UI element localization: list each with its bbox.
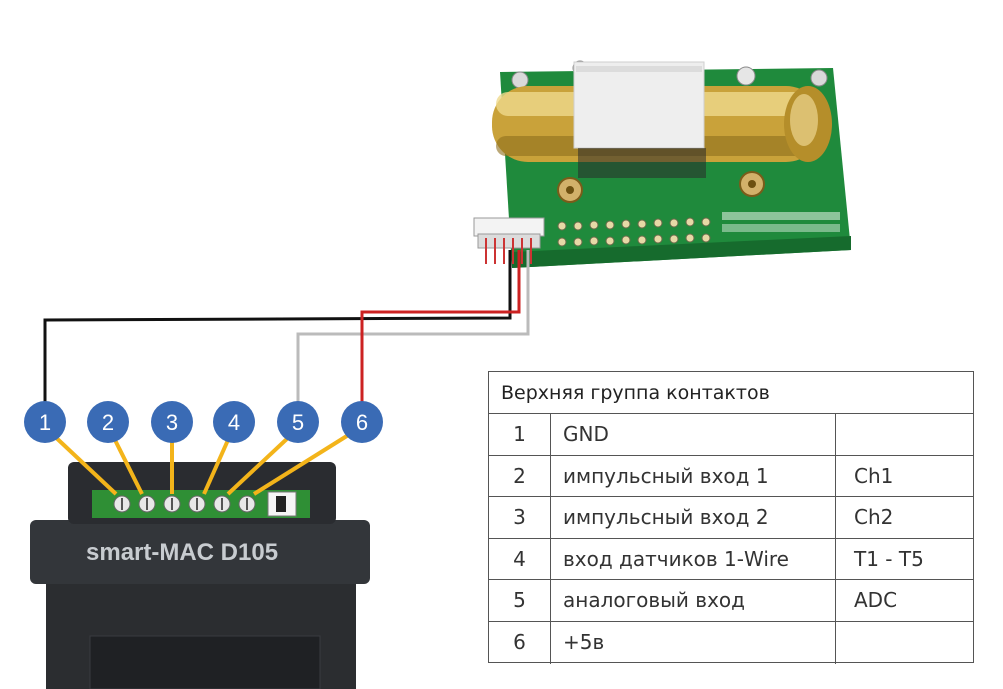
pin-badge-label: 1 [39,410,51,435]
co2-sensor-module [473,60,851,268]
pin-badge-5: 5 [277,401,319,443]
sensor-label-sticker [573,61,705,149]
device-label: smart-MAC D105 [86,539,278,566]
table-row: 3 импульсный вход 2 Ch2 [489,497,973,539]
smart-mac-device: smart-MAC D105 [30,462,370,689]
pin-code: ADC [854,588,898,613]
pin-header [557,217,711,247]
pin-description: импульсный вход 1 [551,455,836,497]
pin-number: 4 [489,538,551,580]
pin-code [836,622,973,664]
pin-description: вход датчиков 1-Wire [551,538,836,580]
pin-description: аналоговый вход [551,580,836,621]
jst-connector [473,217,545,264]
pin-description: импульсный вход 2 [551,497,836,538]
pin-table: Верхняя группа контактов 1 GND 2 импульс… [488,371,974,664]
pin-number: 5 [489,580,551,621]
pin-badge-3: 3 [151,401,193,443]
pin-number: 6 [489,622,551,664]
pin-code: T1 - T5 [854,546,924,571]
pin-code: Ch1 [854,463,894,488]
table-row: 2 импульсный вход 1 Ch1 [489,455,973,498]
wire-analog [296,250,530,410]
table-row: 4 вход датчиков 1-Wire T1 - T5 [489,538,973,581]
pin-code [836,414,973,455]
pin-code: Ch2 [854,505,894,530]
table-row: 6 +5в [489,622,973,664]
pin-badge-6: 6 [341,401,383,443]
pin-badges: 1 2 3 4 5 6 [24,401,383,443]
pin-badge-label: 3 [166,410,178,435]
table-row: 5 аналоговый вход ADC [489,580,973,622]
table-row: 1 GND [489,414,973,456]
pin-badge-label: 4 [228,410,240,435]
wires [43,250,530,410]
pin-number: 3 [489,497,551,538]
pin-number: 2 [489,455,551,497]
pin-description: GND [551,414,836,455]
pin-pointers [48,430,352,496]
pin-description: +5в [551,622,836,664]
wire-power [360,250,521,410]
pin-badge-label: 6 [356,410,368,435]
table-title: Верхняя группа контактов [489,372,973,414]
pin-badge-1: 1 [24,401,66,443]
pin-number: 1 [489,414,551,455]
pin-badge-label: 2 [102,410,114,435]
wire-gnd [43,250,512,410]
pin-badge-2: 2 [87,401,129,443]
pin-badge-label: 5 [292,410,304,435]
pin-badge-4: 4 [213,401,255,443]
